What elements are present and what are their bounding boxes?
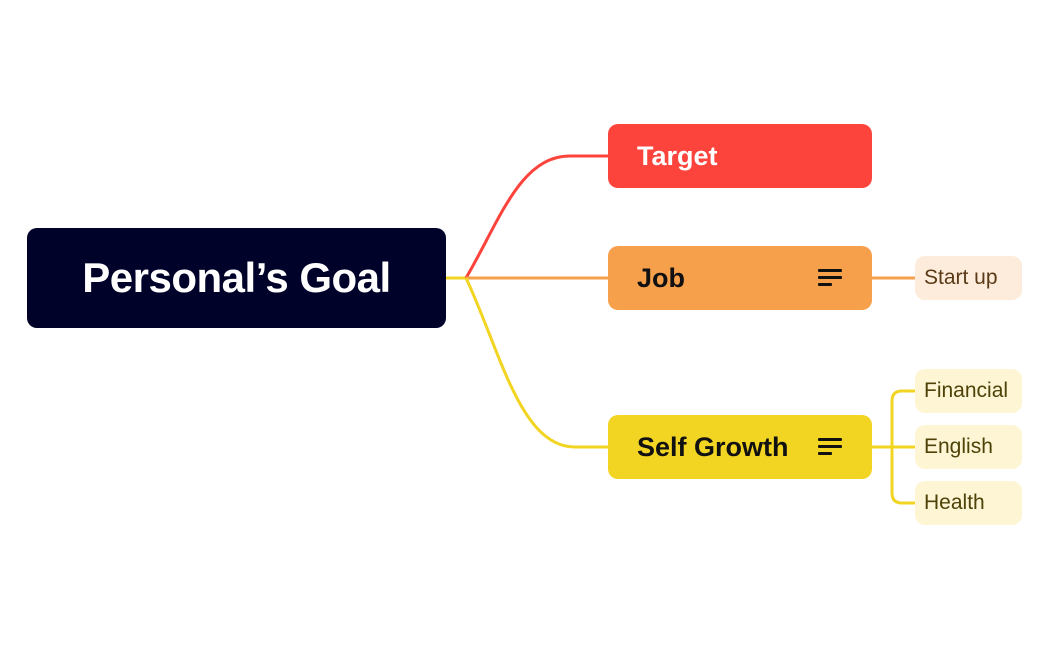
branch-node-job[interactable]: Job xyxy=(608,246,872,310)
branch-label: Self Growth xyxy=(637,431,789,462)
branch-node-self-growth[interactable]: Self Growth xyxy=(608,415,872,479)
subtopic-label: English xyxy=(924,435,993,458)
connector-self-growth-children xyxy=(872,389,915,505)
root-node[interactable]: Personal’s Goal xyxy=(27,228,446,328)
subtopic-label: Financial xyxy=(924,379,1009,402)
connector-self-growth xyxy=(464,277,608,449)
subtopic-english[interactable]: English xyxy=(915,425,1022,469)
notes-lines-icon[interactable] xyxy=(818,269,842,287)
root-label: Personal’s Goal xyxy=(82,254,391,301)
subtopic-label: Health xyxy=(924,491,985,514)
branch-node-target[interactable]: Target xyxy=(608,124,872,188)
subtopic-start-up[interactable]: Start up xyxy=(915,256,1022,300)
subtopic-label: Start up xyxy=(924,266,998,289)
subtopic-financial[interactable]: Financial xyxy=(915,369,1022,413)
subtopic-health[interactable]: Health xyxy=(915,481,1022,525)
connector-target xyxy=(464,154,608,279)
branch-label: Job xyxy=(637,262,686,293)
notes-lines-icon[interactable] xyxy=(818,438,842,456)
branch-label: Target xyxy=(637,140,718,171)
